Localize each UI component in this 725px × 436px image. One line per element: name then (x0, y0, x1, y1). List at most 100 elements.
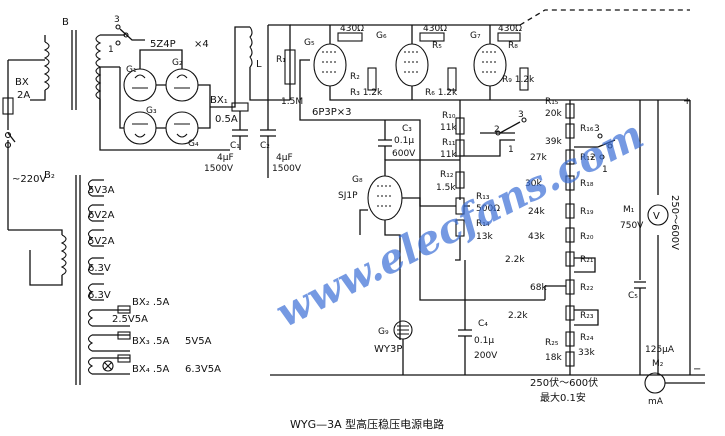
c3-label: C₃ (402, 124, 412, 134)
output-range-label: 250～600V (669, 195, 680, 250)
tube-g2 (165, 68, 199, 102)
g2-label: G₂ (172, 58, 183, 68)
r10-value: 11k (440, 123, 457, 133)
winding-5: 6.3V (88, 290, 111, 301)
r25-name: R₂₅ (545, 338, 559, 348)
fuse-bx4: BX₄ .5A (132, 364, 169, 375)
c2-label: C₂ (260, 141, 270, 151)
switch-pos-3: 3 (518, 110, 524, 120)
r20-name: R₂₀ (580, 232, 594, 242)
g4-label: G₄ (188, 139, 199, 149)
c2-volt: 1500V (272, 164, 302, 174)
left-divider: R₁₀ 11k R₁₁ 11k R₁₂ 1.5k R₁₃ 500Ω R₁₄ 13… (436, 110, 527, 261)
r12-name: R₁₂ (440, 170, 454, 180)
winding-8: 6.3V5A (185, 364, 221, 375)
g9-type: WY3P (374, 344, 402, 355)
ammeter-unit: mA (648, 397, 664, 407)
rectifier-tubes: 5Z4P ×4 G₁ G₂ G₃ G₄ (99, 39, 230, 151)
mains-fuse-symbol (2, 97, 14, 115)
g8-label: G₈ (352, 175, 363, 185)
winding-2: 6V2A (88, 210, 115, 221)
g8-type: SJ1P (338, 191, 358, 201)
r19-name: R₁₉ (580, 207, 594, 217)
r17-name: R₁₇ (580, 153, 594, 163)
r1-label: R₁ (276, 55, 286, 65)
transformer-label: B (62, 17, 69, 28)
output-rail: + C₅ V M₁ 750V 250～600V − (270, 96, 705, 376)
tube-g8 (367, 175, 403, 221)
g6-label: G₆ (376, 31, 387, 41)
winding-1: 5V3A (88, 185, 115, 196)
g1-label: G₁ (126, 65, 137, 75)
rectifier-type: 5Z4P (150, 39, 176, 50)
winding-4: 6.3V (88, 263, 111, 274)
right-divider: R₁₅ 20k R₁₆ 39k R₁₇ 27k R₁₈ 30k R₁₉ 24k … (505, 97, 616, 367)
sw2-pos-2: 2 (590, 153, 596, 163)
plus-sign: + (683, 96, 691, 107)
r15-name: R₁₅ (545, 97, 559, 107)
r19-value: 24k (528, 207, 545, 217)
amplifier: G₈ SJ1P C₃ 0.1μ 600V (338, 120, 460, 340)
rectifier-count: ×4 (194, 39, 209, 50)
c4-volt: 200V (474, 351, 498, 361)
winding-3: 5V2A (88, 236, 115, 247)
r1-value: 1.5M (281, 97, 303, 107)
r24-name: R₂₄ (580, 333, 594, 343)
ammeter-symbol (644, 372, 666, 394)
mains-fuse-label: BX (15, 77, 29, 88)
tap-1: 1 (108, 45, 114, 55)
c1-label: C₁ (230, 141, 240, 151)
r16-name: R₁₆ (580, 124, 594, 134)
switch-pos-2: 2 (494, 125, 500, 135)
r11-value: 11k (440, 150, 457, 160)
mains-voltage: ~220V (12, 174, 46, 185)
mains-input: BX 2A ~220V (2, 59, 46, 231)
mains-fuse-rating: 2A (17, 90, 30, 101)
filter-section: L BX₁ 0.5A C₁ 4μF 1500V C₂ 4μF 1500V R₁ … (204, 24, 303, 178)
r18-value: 30k (525, 179, 542, 189)
ammeter: 125μA M₂ mA 250伏～600伏 最大0.1安 (530, 345, 705, 407)
r22-name: R₂₂ (580, 283, 594, 293)
ammeter-name: M₂ (652, 359, 664, 369)
ammeter-range: 125μA (645, 345, 675, 355)
footnote-range: 250伏～600伏 (530, 376, 598, 389)
g7-label: G₇ (470, 31, 481, 41)
c2-value: 4μF (276, 153, 293, 163)
r15-value: 20k (545, 109, 562, 119)
g6-grid-res: 430Ω (423, 24, 447, 34)
r11-name: R₁₁ (442, 138, 456, 148)
voltmeter-symbol (647, 204, 669, 226)
sw2-pos-1: 1 (602, 165, 608, 175)
r18-name: R₁₈ (580, 179, 594, 189)
r12-value: 1.5k (436, 183, 456, 193)
c3-volt: 600V (392, 149, 416, 159)
switch-pos-1: 1 (508, 145, 514, 155)
r5: R₅ (432, 41, 442, 51)
r17-value: 27k (530, 153, 547, 163)
r6: R₆ 1.2k (425, 88, 458, 98)
r20-value: 43k (528, 232, 545, 242)
r13-name: R₁₃ (476, 192, 490, 202)
svg-text:V: V (653, 211, 660, 222)
r1-bleeder (284, 49, 296, 85)
b2-label: B₂ (44, 170, 55, 181)
winding-7: 5V5A (185, 336, 212, 347)
filament-transformer: B₂ 5V3A 6V2A 5V2A 6.3V 6.3V BX₂ .5A 2.5V… (29, 170, 221, 385)
g3-label: G₃ (146, 106, 157, 116)
g9-label: G₉ (378, 327, 389, 337)
g5-label: G₅ (304, 38, 315, 48)
r14-value: 13k (476, 232, 493, 242)
pass-tube-type: 6P3P×3 (312, 107, 352, 118)
r24-value: 33k (578, 348, 595, 358)
r14-name: R₁₄ (476, 219, 490, 229)
c1-volt: 1500V (204, 164, 234, 174)
tube-g3 (123, 111, 157, 145)
c3-value: 0.1μ (394, 136, 414, 146)
voltmeter-range: 750V (620, 221, 644, 231)
g5-grid-res: 430Ω (340, 24, 364, 34)
r23-value: 2.2k (508, 311, 528, 321)
r10-name: R₁₀ (442, 111, 456, 121)
r22-value: 68k (530, 283, 547, 293)
r3: R₃ 1.2k (350, 88, 383, 98)
